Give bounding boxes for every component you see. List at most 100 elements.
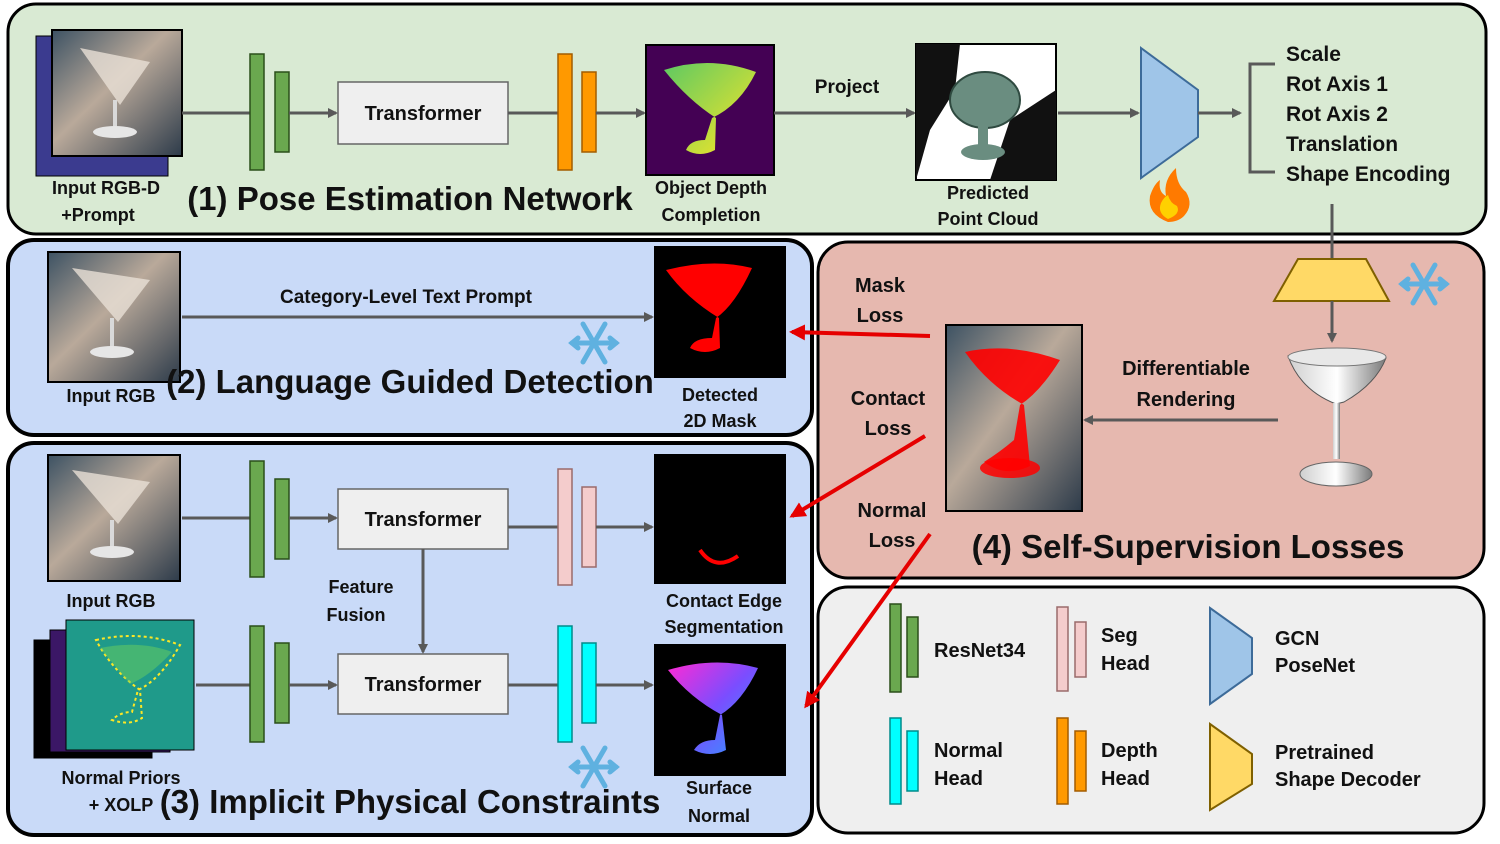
input-rgb-image	[47, 251, 181, 383]
legend-decoder-label: Pretrained	[1275, 742, 1374, 764]
legend-resnet-swatch	[906, 616, 919, 678]
rendered-overlay-image	[945, 324, 1083, 512]
point-cloud-label: Point Cloud	[938, 209, 1039, 229]
legend-normal-label: Normal	[934, 740, 1003, 762]
snowflake-icon	[568, 321, 620, 365]
output-bracket	[1248, 62, 1275, 174]
contact-loss-label: Contact	[851, 388, 926, 410]
normal-priors-image	[33, 619, 195, 759]
contact-loss-arrow	[789, 434, 927, 518]
legend-depth-swatch	[1074, 730, 1087, 792]
transformer-block	[337, 81, 509, 145]
contact-edge-image	[654, 454, 786, 584]
predicted-point-cloud-image	[915, 43, 1057, 181]
seg-head-block	[581, 486, 597, 568]
legend-seg-swatch	[1056, 606, 1069, 692]
object-depth-label: Object Depth	[655, 178, 767, 198]
transformer-label: Transformer	[365, 103, 482, 125]
2d-mask-label: 2D Mask	[683, 411, 757, 431]
pose-section-title: (1) Pose Estimation Network	[187, 180, 633, 217]
legend-seg-swatch	[1074, 621, 1087, 678]
project-label: Project	[815, 77, 880, 98]
legend-depth-label: Depth	[1101, 740, 1158, 762]
xolp-label: + XOLP	[89, 795, 154, 815]
contact-loss-label-2: Loss	[865, 418, 912, 440]
normal-loss-label-2: Loss	[869, 530, 916, 552]
normal-label: Normal	[688, 806, 750, 826]
differentiable-label: Differentiable	[1122, 358, 1250, 380]
snowflake-icon	[568, 745, 620, 789]
detected-mask-image	[654, 246, 786, 378]
legend-depth-label-2: Head	[1101, 768, 1150, 790]
resnet-block	[249, 460, 265, 578]
fusion-label: Fusion	[327, 605, 386, 625]
contact-edge-label: Contact Edge	[666, 591, 782, 611]
losses-section-title: (4) Self-Supervision Losses	[972, 528, 1405, 565]
legend-normal-swatch	[906, 730, 919, 792]
completion-label: Completion	[662, 205, 761, 225]
mask-loss-arrow	[789, 324, 931, 341]
input-rgb-label: Input RGB	[67, 591, 156, 611]
object-depth-completion-image	[645, 44, 775, 176]
legend-decoder-swatch	[1209, 722, 1253, 812]
legend-depth-swatch	[1056, 717, 1069, 805]
seg-head-block	[557, 468, 573, 586]
normal-head-block	[581, 642, 597, 724]
feature-label: Feature	[328, 577, 393, 597]
input-rgb-label: Input RGB	[67, 386, 156, 406]
depth-head-block	[557, 53, 573, 171]
transformer-label: Transformer	[365, 509, 482, 531]
legend-gcn-swatch	[1209, 606, 1253, 706]
transformer-block	[337, 488, 509, 550]
fire-icon	[1149, 168, 1190, 222]
normal-loss-arrow	[804, 532, 932, 709]
legend-resnet-label: ResNet34	[934, 640, 1026, 662]
legend-normal-swatch	[889, 717, 902, 805]
segmentation-label: Segmentation	[664, 617, 783, 637]
legend-gcn-label: GCN	[1275, 628, 1319, 650]
snowflake-icon	[1398, 262, 1450, 306]
legend-normal-label-2: Head	[934, 768, 983, 790]
resnet-block	[274, 478, 290, 560]
language-detection-panel	[6, 238, 814, 437]
physical-section-title: (3) Implicit Physical Constraints	[160, 783, 661, 820]
output-shape-encoding: Shape Encoding	[1286, 163, 1451, 186]
resnet-block	[274, 642, 290, 724]
resnet-block	[249, 53, 265, 171]
legend-seg-label: Seg	[1101, 625, 1138, 647]
surface-label: Surface	[686, 778, 752, 798]
legend-seg-label-2: Head	[1101, 653, 1150, 675]
legend-decoder-label-2: Shape Decoder	[1275, 769, 1421, 791]
input-rgbd-image	[35, 29, 183, 177]
legend-gcn-label-2: PoseNet	[1275, 655, 1355, 677]
detected-label: Detected	[682, 385, 758, 405]
rendered-shape-image	[1287, 347, 1387, 487]
physical-constraints-panel	[6, 441, 814, 837]
input-rgbd-label: Input RGB-D	[52, 178, 160, 198]
output-scale: Scale	[1286, 43, 1341, 66]
resnet-block	[274, 71, 290, 153]
output-translation: Translation	[1286, 133, 1398, 156]
output-rot-axis-2: Rot Axis 2	[1286, 103, 1388, 126]
transformer-label: Transformer	[365, 674, 482, 696]
prompt-label: +Prompt	[61, 205, 135, 225]
normal-head-block	[557, 625, 573, 743]
normal-priors-label: Normal Priors	[61, 768, 180, 788]
normal-loss-label: Normal	[858, 500, 927, 522]
pretrained-shape-decoder-block	[1272, 258, 1391, 302]
input-rgb-image	[47, 454, 181, 582]
surface-normal-image	[654, 644, 786, 776]
text-prompt-label: Category-Level Text Prompt	[280, 287, 533, 308]
gcn-posenet-block	[1140, 46, 1199, 180]
detection-section-title: (2) Language Guided Detection	[166, 363, 654, 400]
output-rot-axis-1: Rot Axis 1	[1286, 73, 1388, 96]
legend-resnet-swatch	[889, 603, 902, 693]
mask-loss-label: Mask	[855, 275, 906, 297]
rendering-label: Rendering	[1137, 389, 1236, 411]
predicted-label: Predicted	[947, 183, 1029, 203]
resnet-block	[249, 625, 265, 743]
mask-loss-label-2: Loss	[857, 305, 904, 327]
legend-panel	[816, 585, 1486, 835]
depth-head-block	[581, 71, 597, 153]
